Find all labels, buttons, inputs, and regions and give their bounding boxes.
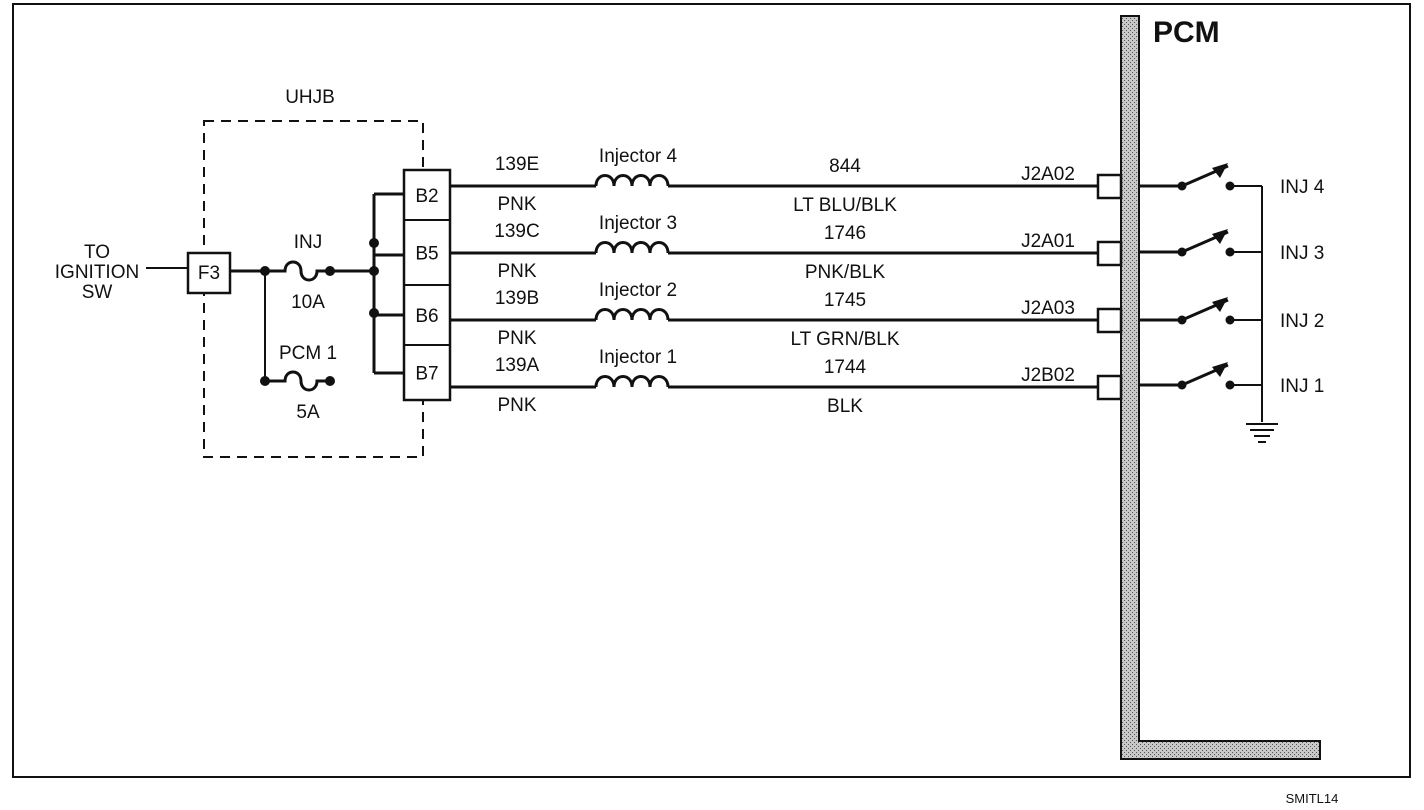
circuit-number: 139C <box>494 221 539 242</box>
injector-output-label: INJ 1 <box>1280 376 1324 397</box>
terminal-label: B7 <box>415 364 438 385</box>
pcm-circuit-number: 1745 <box>824 290 866 311</box>
terminal-label: B5 <box>415 244 438 265</box>
injector-label: Injector 1 <box>599 347 677 368</box>
inj-fuse-rating: 10A <box>291 292 325 313</box>
f3-terminal-label: F3 <box>198 263 220 284</box>
pcm-label: PCM <box>1153 16 1220 49</box>
injector-coil-icon <box>594 375 670 388</box>
pcm1-fuse-symbol <box>265 370 330 392</box>
terminal-label: B2 <box>415 186 438 207</box>
circuit-number: 139A <box>495 355 540 376</box>
circuit-number: 139E <box>495 154 539 175</box>
pcm-pin-box <box>1096 307 1123 334</box>
switch-arrow-icon <box>1212 297 1228 312</box>
footer-code: SMITL14 <box>1286 791 1339 806</box>
injector-coil-icon <box>594 174 670 187</box>
injector-coil-icon <box>594 241 670 254</box>
pcm-pin-box <box>1096 374 1123 401</box>
wire-color: PNK <box>497 395 536 416</box>
injector-circuits: B2 139E PNK Injector 4 844 LT BLU/BLK J2A02INJ… <box>374 146 1325 417</box>
pcm-wire-color: LT BLU/BLK <box>793 195 897 216</box>
switch-arrow-icon <box>1212 163 1228 178</box>
fuse-terminal-dot <box>325 376 335 386</box>
wire-color: PNK <box>497 261 536 282</box>
wire-color: PNK <box>497 328 536 349</box>
pcm-housing <box>1120 15 1321 760</box>
injector-output-label: INJ 4 <box>1280 177 1325 198</box>
terminal-label: B6 <box>415 306 438 327</box>
injector-label: Injector 3 <box>599 213 677 234</box>
uhjb-label: UHJB <box>285 87 335 108</box>
pcm-pin-label: J2B02 <box>1021 365 1075 386</box>
pcm-pin-box <box>1096 240 1123 267</box>
circuit-number: 139B <box>495 288 539 309</box>
splice-dot <box>369 266 379 276</box>
pcm-wire-color: PNK/BLK <box>805 262 886 283</box>
pcm-pin-label: J2A03 <box>1021 298 1075 319</box>
injector-label: Injector 2 <box>599 280 677 301</box>
pcm-pin-label: J2A01 <box>1021 231 1075 252</box>
pcm-circuit-number: 844 <box>829 156 861 177</box>
ground-icon <box>1246 423 1278 443</box>
source-label-line1: TO <box>84 242 110 263</box>
pcm-circuit-number: 1744 <box>824 357 867 378</box>
pcm1-fuse-rating: 5A <box>296 402 320 423</box>
switch-arrow-icon <box>1212 362 1228 377</box>
switch-arrow-icon <box>1212 229 1228 244</box>
pcm-wire-color: BLK <box>827 396 863 417</box>
pcm-pin-box <box>1096 173 1123 200</box>
inj-fuse-symbol <box>265 260 330 282</box>
pcm-circuit-number: 1746 <box>824 223 866 244</box>
injector-coil-icon <box>594 308 670 321</box>
f3-terminal-box <box>186 251 232 295</box>
injector-label: Injector 4 <box>599 146 678 167</box>
pcm1-fuse-name: PCM 1 <box>279 343 337 364</box>
splice-dot <box>369 238 379 248</box>
pcm-wire-color: LT GRN/BLK <box>790 329 899 350</box>
injector-output-label: INJ 3 <box>1280 243 1324 264</box>
source-label-line3: SW <box>82 282 113 303</box>
pcm-pin-label: J2A02 <box>1021 164 1075 185</box>
diagram-frame <box>12 3 1411 778</box>
source-label-line2: IGNITION <box>55 262 139 283</box>
wire-color: PNK <box>497 194 536 215</box>
injector-output-label: INJ 2 <box>1280 311 1324 332</box>
inj-fuse-name: INJ <box>294 232 323 253</box>
